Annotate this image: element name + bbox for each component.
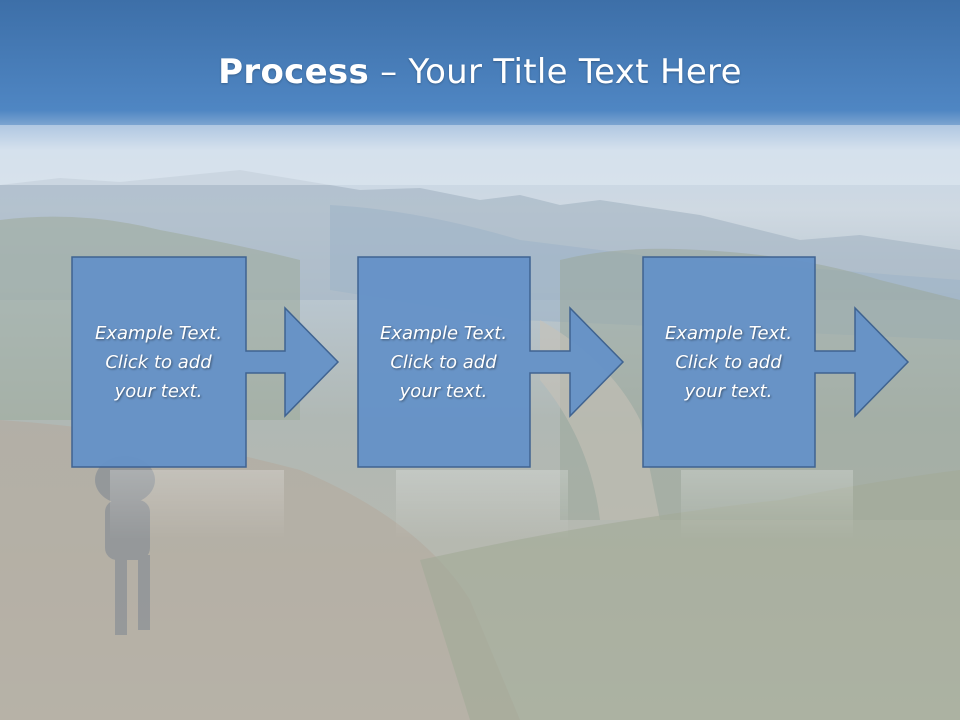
title-bold: Process	[218, 52, 370, 92]
slide-title: Process – Your Title Text Here	[0, 52, 960, 92]
process-step-1[interactable]: Example Text. Click to add your text.	[71, 256, 417, 468]
step-3-arrow-shape	[642, 256, 910, 468]
process-step-2[interactable]: Example Text. Click to add your text.	[357, 256, 703, 468]
step-3-reflection	[681, 470, 853, 540]
step-2-reflection	[396, 470, 568, 540]
step-1-arrow-shape	[71, 256, 340, 468]
step-1-reflection	[110, 470, 284, 540]
process-step-3[interactable]: Example Text. Click to add your text.	[642, 256, 960, 468]
step-2-text[interactable]: Example Text. Click to add your text.	[379, 322, 508, 402]
step-2-arrow-shape	[357, 256, 625, 468]
haze-band	[0, 125, 960, 185]
step-1-text[interactable]: Example Text. Click to add your text.	[94, 322, 223, 402]
title-rest: – Your Title Text Here	[380, 52, 742, 92]
step-3-text[interactable]: Example Text. Click to add your text.	[664, 322, 793, 402]
